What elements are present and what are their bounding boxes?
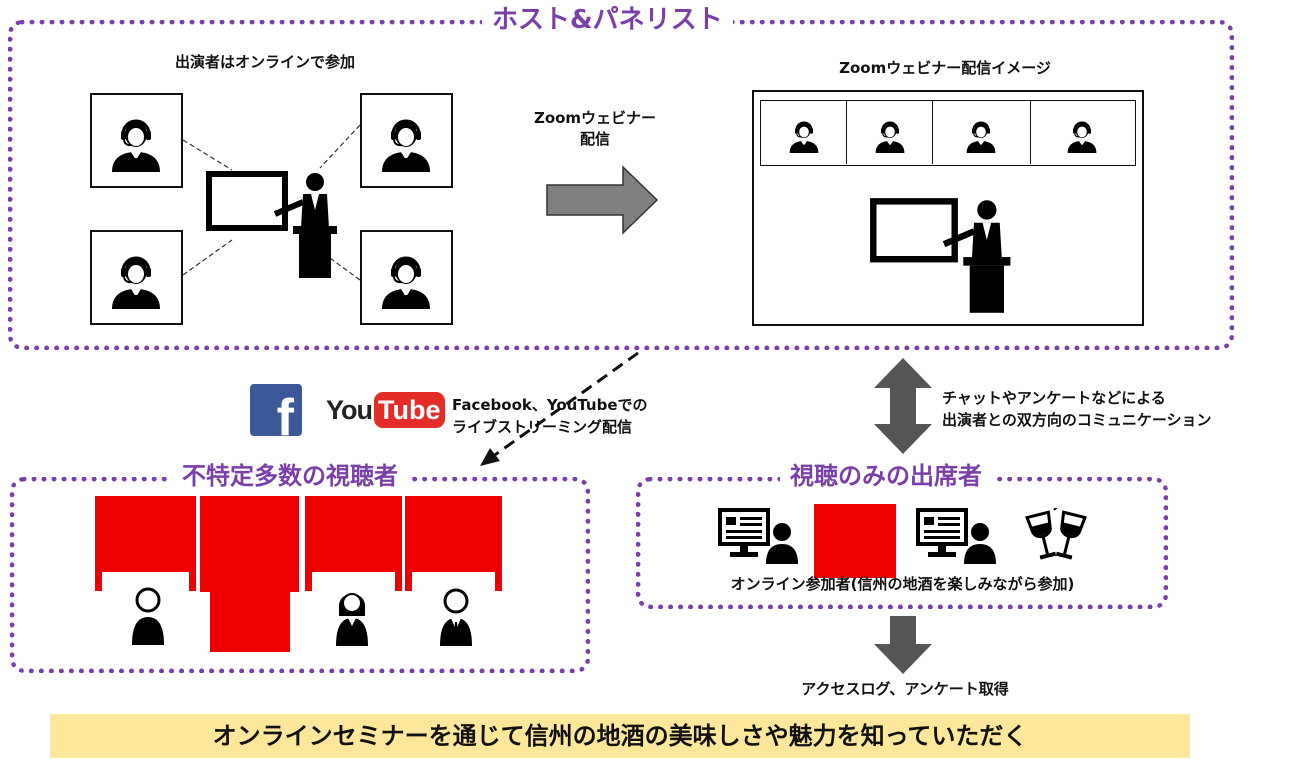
zoom-webinar-screen [752, 90, 1144, 326]
presenter-icon [205, 170, 345, 280]
headset-person-icon [874, 121, 906, 155]
online-participants-caption: オンライン参加者(信州の地酒を楽しみながら参加) [730, 575, 1075, 593]
panelist-frame-bottom-left [90, 230, 183, 325]
businessman-icon [438, 588, 474, 647]
notch [312, 572, 395, 596]
person-icon [130, 587, 166, 645]
youtube-logo-you: You [326, 395, 373, 425]
headset-person-icon [788, 121, 820, 155]
interaction-caption-1: チャットやアンケートなどによる [942, 389, 1166, 407]
facebook-logo-letter: f [276, 389, 294, 436]
performers-online-caption: 出演者はオンラインで参加 [174, 53, 355, 71]
live-streaming-caption-1: Facebook、YouTubeでの [452, 396, 648, 414]
zoom-image-caption: Zoomウェビナー配信イメージ [839, 59, 1051, 77]
panelist-frame-bottom-right [360, 230, 453, 325]
headset-person-icon [110, 119, 162, 174]
headset-person-icon [965, 121, 997, 155]
gallery-strip [760, 100, 1136, 166]
woman-icon [334, 592, 370, 647]
general-audience-title: 不特定多数の視聴者 [172, 460, 408, 492]
headset-person-icon [110, 256, 162, 311]
panelist-frame-top-right [360, 93, 453, 188]
headset-person-icon [380, 256, 432, 311]
bidirectional-arrow-icon [874, 358, 932, 454]
viewer-only-title: 視聴のみの出席者 [780, 460, 992, 492]
dashed-arrow-to-general-audience [480, 351, 639, 466]
toast-glasses-icon [1025, 508, 1087, 561]
right-arrow-icon [546, 165, 659, 235]
headset-person-icon [380, 119, 432, 174]
gallery-tile [847, 101, 933, 164]
computer-user-icon [718, 508, 798, 564]
interaction-caption-2: 出演者との双方向のコミュニケーション [942, 411, 1212, 429]
headset-person-icon [1066, 121, 1098, 155]
bottom-banner: オンラインセミナーを通じて信州の地酒の美味しさや魅力を知っていただく [50, 714, 1190, 758]
zoom-webinar-arrow-caption-2: 配信 [579, 130, 610, 148]
gallery-tile [933, 101, 1031, 164]
panelist-frame-top-left [90, 93, 183, 188]
red-block [814, 504, 896, 578]
presenter-icon [869, 197, 1019, 315]
computer-user-icon [916, 508, 996, 564]
gallery-tile [1031, 101, 1134, 164]
facebook-logo-icon: f [250, 384, 302, 436]
gallery-tile [761, 101, 847, 164]
host-panelist-title: ホスト&パネリスト [482, 4, 733, 36]
access-log-caption: アクセスログ、アンケート取得 [801, 680, 1009, 698]
red-block [200, 496, 299, 592]
down-arrow-icon [874, 616, 932, 674]
live-streaming-caption-2: ライブストリーミング配信 [452, 418, 633, 436]
youtube-logo-tube: Tube [374, 392, 445, 428]
zoom-webinar-arrow-caption-1: Zoomウェビナー [533, 109, 657, 127]
red-block [210, 590, 290, 652]
